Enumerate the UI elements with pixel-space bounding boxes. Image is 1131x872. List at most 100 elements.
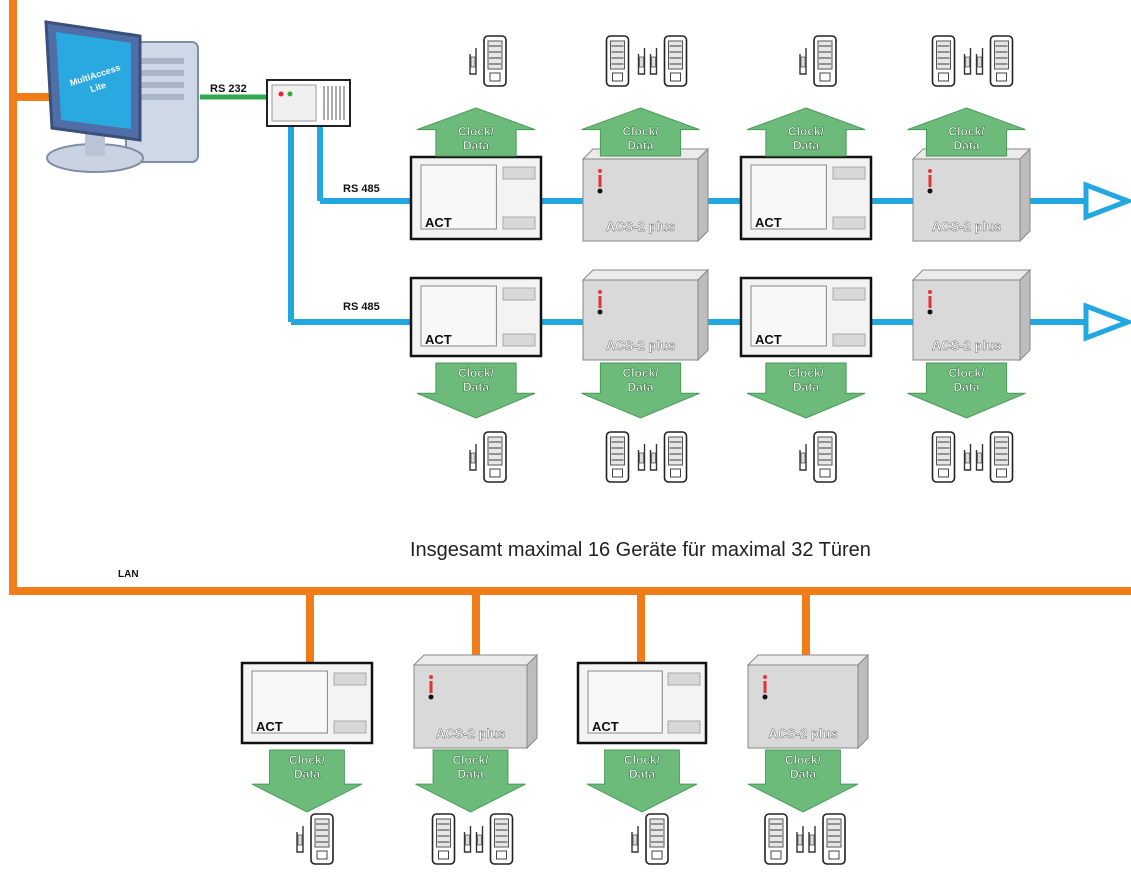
reader-keypad <box>436 818 451 848</box>
acs-device-side <box>1019 268 1031 362</box>
reader-slot <box>651 850 663 860</box>
card-reader-icon <box>483 35 507 87</box>
door-opener-frame <box>463 826 472 853</box>
act-device: ACT <box>240 661 374 745</box>
act-device-vent <box>333 672 367 686</box>
door-opener-icon <box>808 826 816 853</box>
reader-slot <box>489 72 501 82</box>
reader-slot <box>489 468 501 478</box>
acs-led-red <box>928 169 932 173</box>
reader-slot <box>996 72 1007 82</box>
reader-slot <box>670 468 681 478</box>
clock-data-arrow: Clock/Data <box>581 107 700 157</box>
card-reader-icon <box>310 813 334 865</box>
clock-data-arrow: Clock/Data <box>746 107 866 157</box>
card-reader-icon <box>663 431 688 483</box>
rs485-label-mid: RS 485 <box>343 301 380 313</box>
acs-led-bar <box>598 296 602 308</box>
pc-drive-bay <box>140 94 184 100</box>
clock-data-label-1: Clock/ <box>785 753 822 767</box>
card-reader-icon <box>813 431 837 483</box>
clock-data-label-1: Clock/ <box>622 125 659 139</box>
clock-data-label-1: Clock/ <box>458 125 495 139</box>
door-opener-plate <box>800 452 806 464</box>
door-opener-plate <box>965 56 970 68</box>
reader-slot <box>996 468 1007 478</box>
reader-slot <box>612 72 623 82</box>
door-opener-frame <box>975 48 984 75</box>
pc-drive-bay <box>140 58 184 64</box>
reader-keypad <box>610 436 625 466</box>
acs-device: ACS-2 plus <box>746 653 870 750</box>
card-reader-icon <box>489 813 514 865</box>
clock-data-arrow-shape <box>907 107 1026 157</box>
acs-device-label: ACS-2 plus <box>768 726 837 741</box>
door-opener-plate <box>797 834 803 846</box>
reader-keypad <box>668 40 683 70</box>
clock-data-arrow-shape <box>746 107 866 157</box>
door-opener-frame <box>469 444 477 471</box>
door-opener-frame <box>637 444 646 471</box>
door-opener-plate <box>470 56 476 68</box>
clock-data-label-1: Clock/ <box>788 366 825 380</box>
act-device: ACT <box>409 276 543 358</box>
door-opener-icon <box>469 48 477 75</box>
acs-device-front <box>747 664 859 749</box>
act-device-label: ACT <box>755 215 782 230</box>
clock-data-arrow-shape <box>416 107 536 157</box>
pc-monitor-neck <box>85 130 105 156</box>
door-opener-frame <box>799 444 807 471</box>
act-device-vent <box>502 216 536 230</box>
clock-data-arrow: Clock/Data <box>251 749 363 813</box>
pc-drive-bay <box>140 82 184 88</box>
door-opener-plate <box>297 834 303 846</box>
door-opener-plate <box>470 452 476 464</box>
clock-data-label-2: Data <box>627 380 653 394</box>
reader-keypad <box>668 436 683 466</box>
reader-keypad <box>817 436 833 466</box>
door-opener-plate <box>651 452 656 464</box>
clock-data-label-2: Data <box>790 767 816 781</box>
reader-keypad <box>936 436 951 466</box>
converter-panel <box>271 84 317 122</box>
lan-label: LAN <box>118 569 139 580</box>
reader-keypad <box>817 40 833 70</box>
acs-led-bar <box>763 681 767 693</box>
converter-led-red <box>278 91 284 97</box>
reader-slot <box>612 468 623 478</box>
card-reader-icon <box>931 431 956 483</box>
act-device: ACT <box>739 276 873 358</box>
door-opener-frame <box>799 48 807 75</box>
acs-led-black <box>597 309 603 315</box>
card-reader-icon <box>605 431 630 483</box>
door-opener-plate <box>639 56 644 68</box>
acs-led-red <box>928 290 932 294</box>
acs-device-top <box>911 269 1032 281</box>
act-device: ACT <box>739 155 873 241</box>
door-opener-icon <box>637 48 646 75</box>
clock-data-label-1: Clock/ <box>289 753 326 767</box>
door-opener-icon <box>963 48 972 75</box>
reader-keypad <box>768 818 784 848</box>
act-device-label: ACT <box>755 332 782 347</box>
reader-keypad <box>994 436 1009 466</box>
door-opener-frame <box>469 48 477 75</box>
acs-device: ACS-2 plus <box>581 147 710 243</box>
door-opener-icon <box>649 444 658 471</box>
acs-led-black <box>597 188 603 194</box>
acs-device-top <box>412 654 539 666</box>
clock-data-label-2: Data <box>294 767 320 781</box>
clock-data-label-1: Clock/ <box>624 753 661 767</box>
door-opener-plate <box>977 56 982 68</box>
clock-data-label-1: Clock/ <box>948 125 985 139</box>
door-opener-icon <box>469 444 477 471</box>
reader-keypad <box>314 818 330 848</box>
door-opener-icon <box>963 444 972 471</box>
door-opener-icon <box>799 48 807 75</box>
acs-device-label: ACS-2 plus <box>932 219 1001 234</box>
door-opener-frame <box>475 826 484 853</box>
door-opener-icon <box>475 826 484 853</box>
